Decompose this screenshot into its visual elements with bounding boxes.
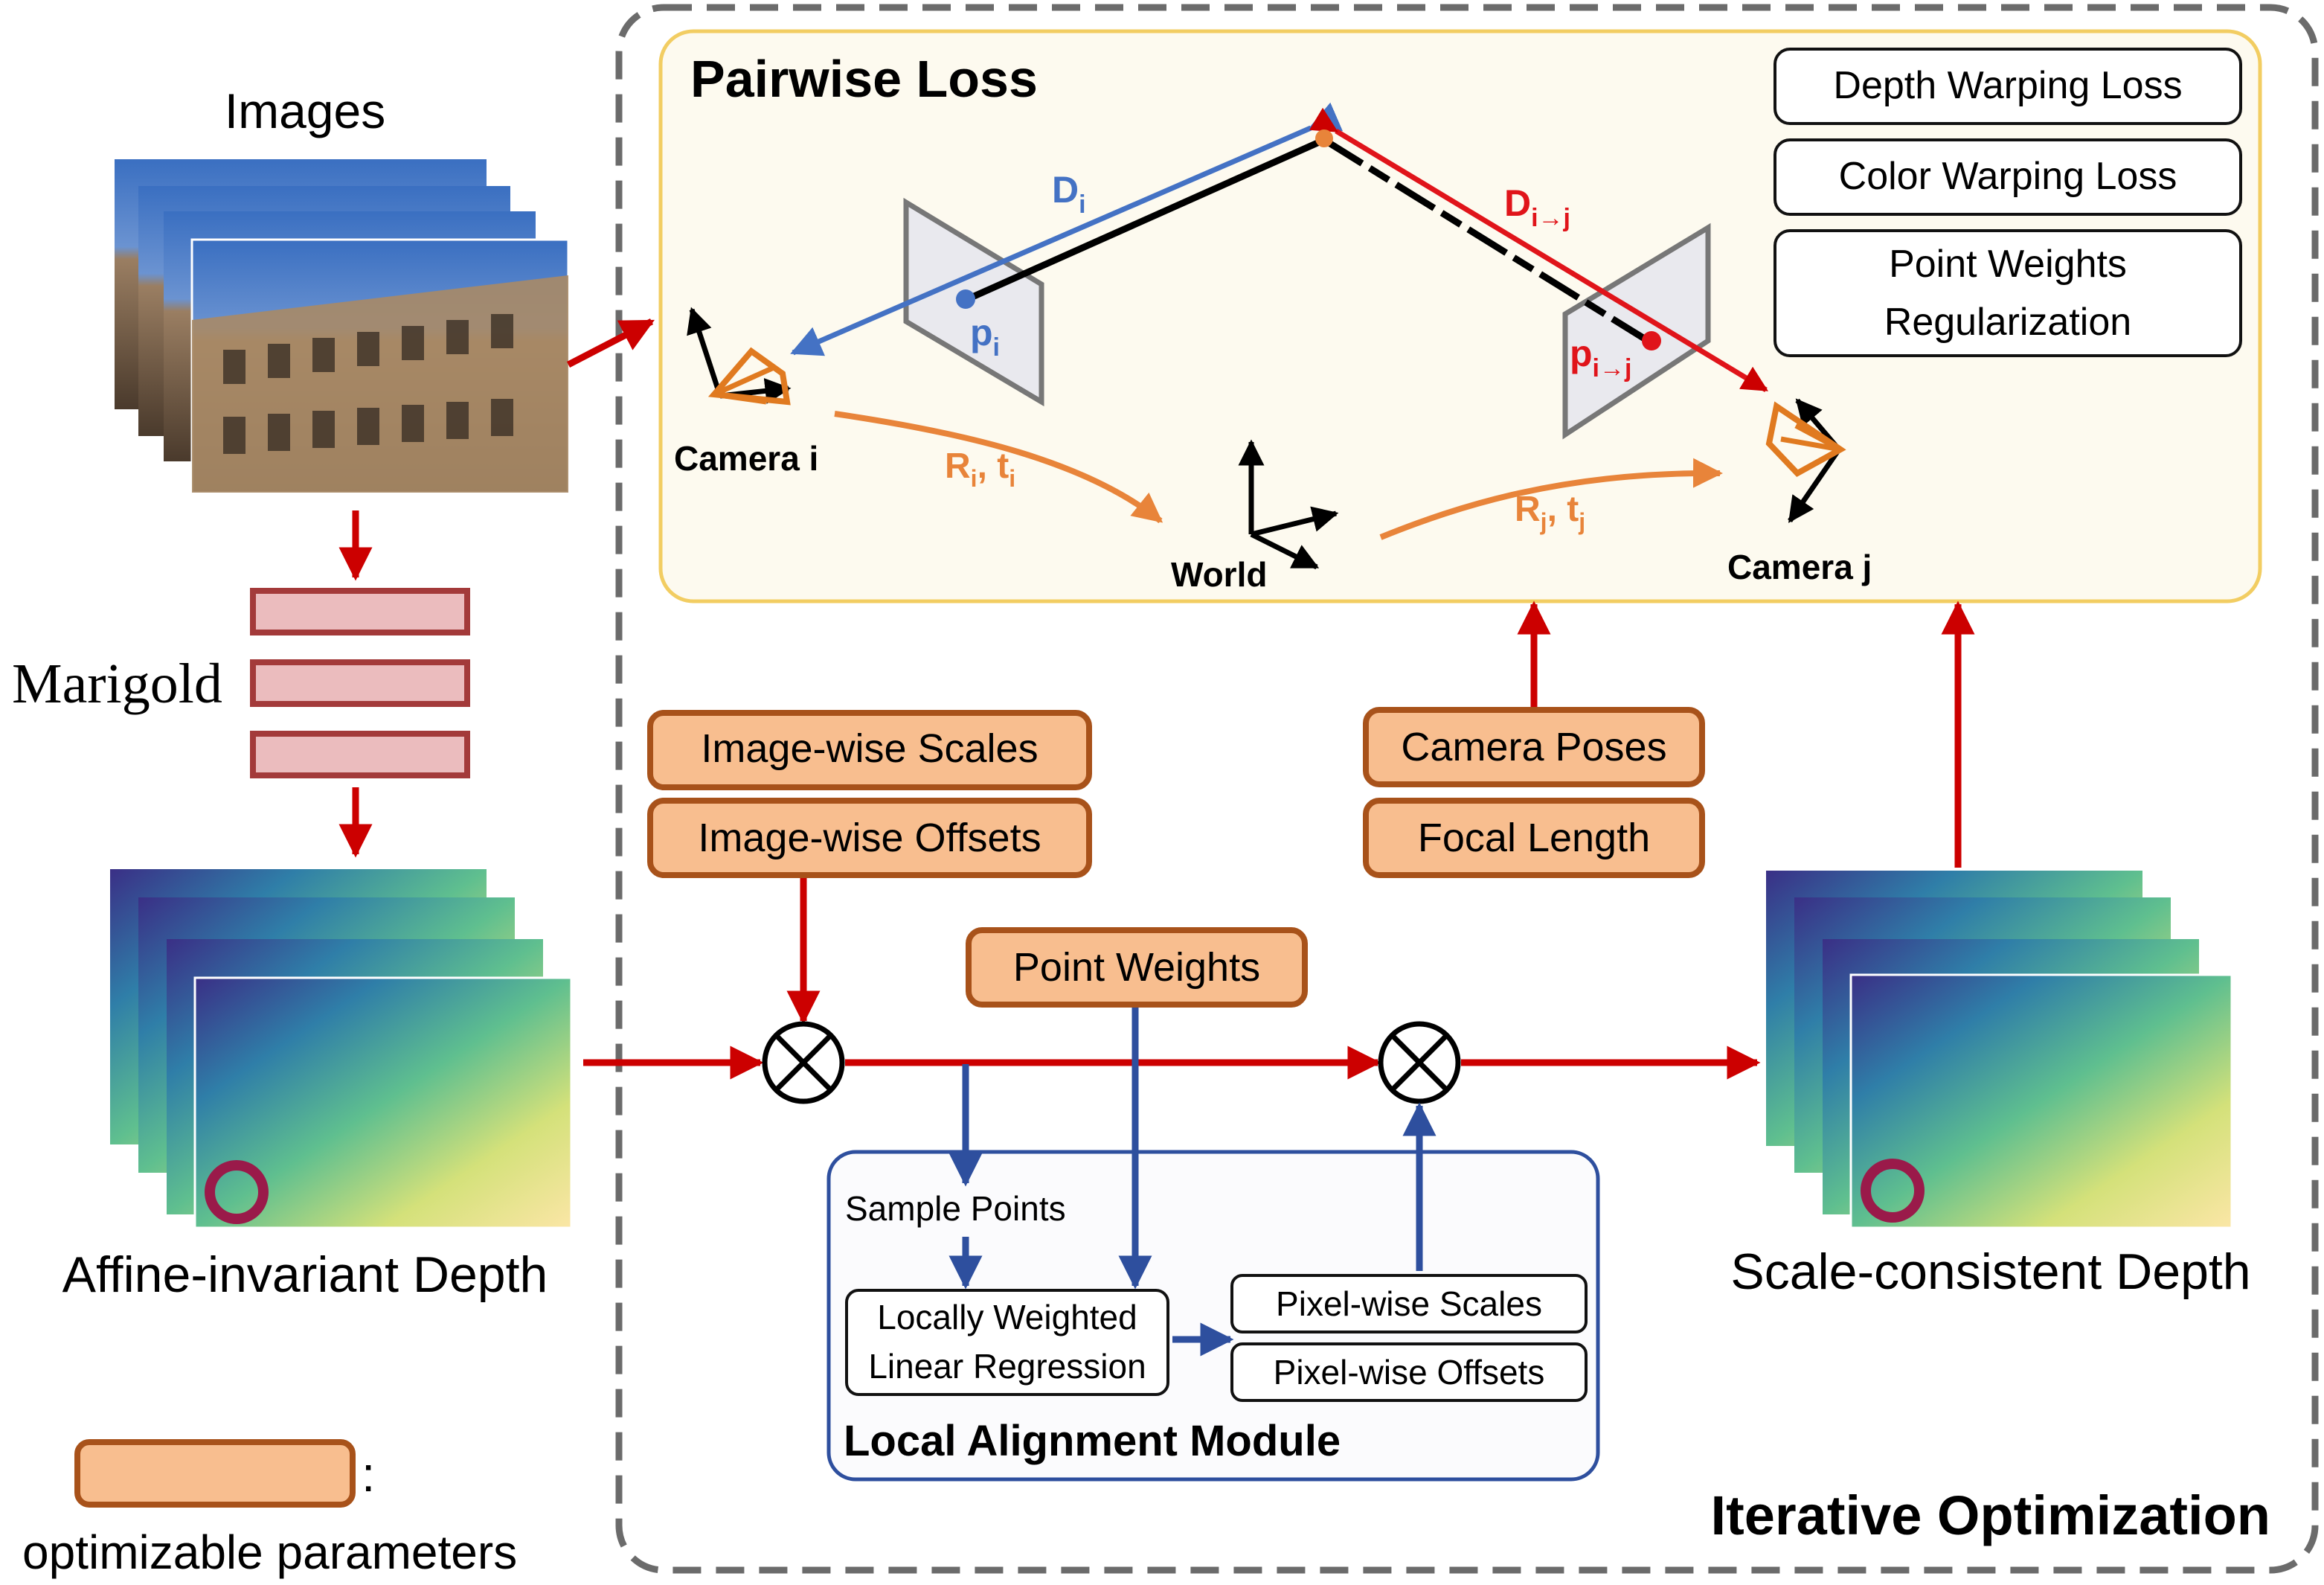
point-weights-box: [966, 927, 1308, 1008]
pixel-wise-offsets-label: Pixel-wise Offsets: [1274, 1353, 1545, 1392]
lwlr-box: [845, 1289, 1169, 1396]
point-p-ij: [1642, 331, 1661, 350]
color-warping-loss-box: [1774, 138, 2242, 216]
multiply-operator-1: [762, 1021, 845, 1104]
label-r-i: Ri, ti: [945, 446, 1015, 492]
multiply-operator-2: [1378, 1021, 1461, 1104]
ray-d-i: [790, 102, 1344, 356]
pose-curve-i: [834, 411, 1163, 524]
images-to-pairwise-arrow: [566, 318, 655, 368]
pixel-wise-offsets-box: [1230, 1342, 1588, 1402]
local-alignment-module-title: Local Alignment Module: [844, 1417, 1341, 1465]
iterative-optimization-frame: [615, 4, 2319, 1574]
camera-poses-box: [1363, 707, 1705, 787]
label-r-j: Rj, tj: [1515, 490, 1585, 535]
marigold-network: [250, 588, 470, 778]
ray-d-ij: [1309, 107, 1768, 392]
point-weights-label: Point Weights: [1013, 945, 1260, 990]
world-point: [1315, 129, 1333, 147]
sample-points-label: Sample Points: [845, 1189, 1066, 1228]
legend-colon: :: [362, 1447, 375, 1502]
image-wise-scales-label: Image-wise Scales: [701, 726, 1038, 771]
point-weights-regularization-box: [1774, 229, 2242, 357]
color-warping-loss-label: Color Warping Loss: [1839, 155, 2177, 198]
image-stack: [115, 159, 570, 494]
camera-j-label: Camera j: [1727, 548, 1872, 586]
lwlr-label-1: Locally Weighted: [877, 1298, 1137, 1336]
image-wise-scales-box: [647, 710, 1092, 790]
iterative-optimization-title: Iterative Optimization: [1711, 1485, 2270, 1546]
scale-depth-label: Scale-consistent Depth: [1730, 1243, 2250, 1300]
world-label: World: [1171, 555, 1267, 594]
depth-warping-loss-label: Depth Warping Loss: [1833, 64, 2182, 107]
point-weights-regularization-label-1: Point Weights: [1889, 243, 2127, 286]
label-d-i: Di: [1052, 169, 1086, 219]
focal-length-box: [1363, 798, 1705, 878]
marigold-label: Marigold: [12, 653, 222, 715]
focal-length-label: Focal Length: [1418, 816, 1650, 860]
label-p-i: pi: [970, 312, 1000, 362]
point-p-i: [956, 289, 975, 309]
camera-i-label: Camera i: [674, 439, 818, 478]
affine-depth-label: Affine-invariant Depth: [62, 1246, 548, 1303]
images-label: Images: [225, 83, 385, 138]
camera-i-icon: [687, 307, 792, 406]
pixel-wise-scales-label: Pixel-wise Scales: [1276, 1284, 1542, 1323]
scale-depth-stack: [1766, 871, 2233, 1229]
pixel-wise-scales-box: [1230, 1274, 1588, 1333]
legend-swatch: [74, 1439, 356, 1508]
loss-list: Depth Warping Loss Color Warping Loss Po…: [1774, 48, 2242, 357]
label-p-ij: pi→j: [1570, 333, 1631, 382]
depth-warping-loss-box: [1774, 48, 2242, 125]
point-weights-regularization-label-2: Regularization: [1884, 301, 2131, 344]
pairwise-loss-title: Pairwise Loss: [690, 50, 1038, 108]
lwlr-label-2: Linear Regression: [868, 1347, 1146, 1386]
world-axes-icon: [1238, 439, 1339, 570]
label-d-ij: Di→j: [1504, 182, 1570, 232]
camera-poses-label: Camera Poses: [1401, 725, 1666, 769]
pose-curve-j: [1379, 458, 1723, 540]
legend-label: optimizable parameters: [22, 1525, 517, 1579]
camera-j-icon: [1765, 398, 1846, 523]
affine-depth-stack: [110, 869, 573, 1229]
image-wise-offsets-label: Image-wise Offsets: [698, 816, 1041, 860]
image-wise-offsets-box: [647, 798, 1092, 878]
